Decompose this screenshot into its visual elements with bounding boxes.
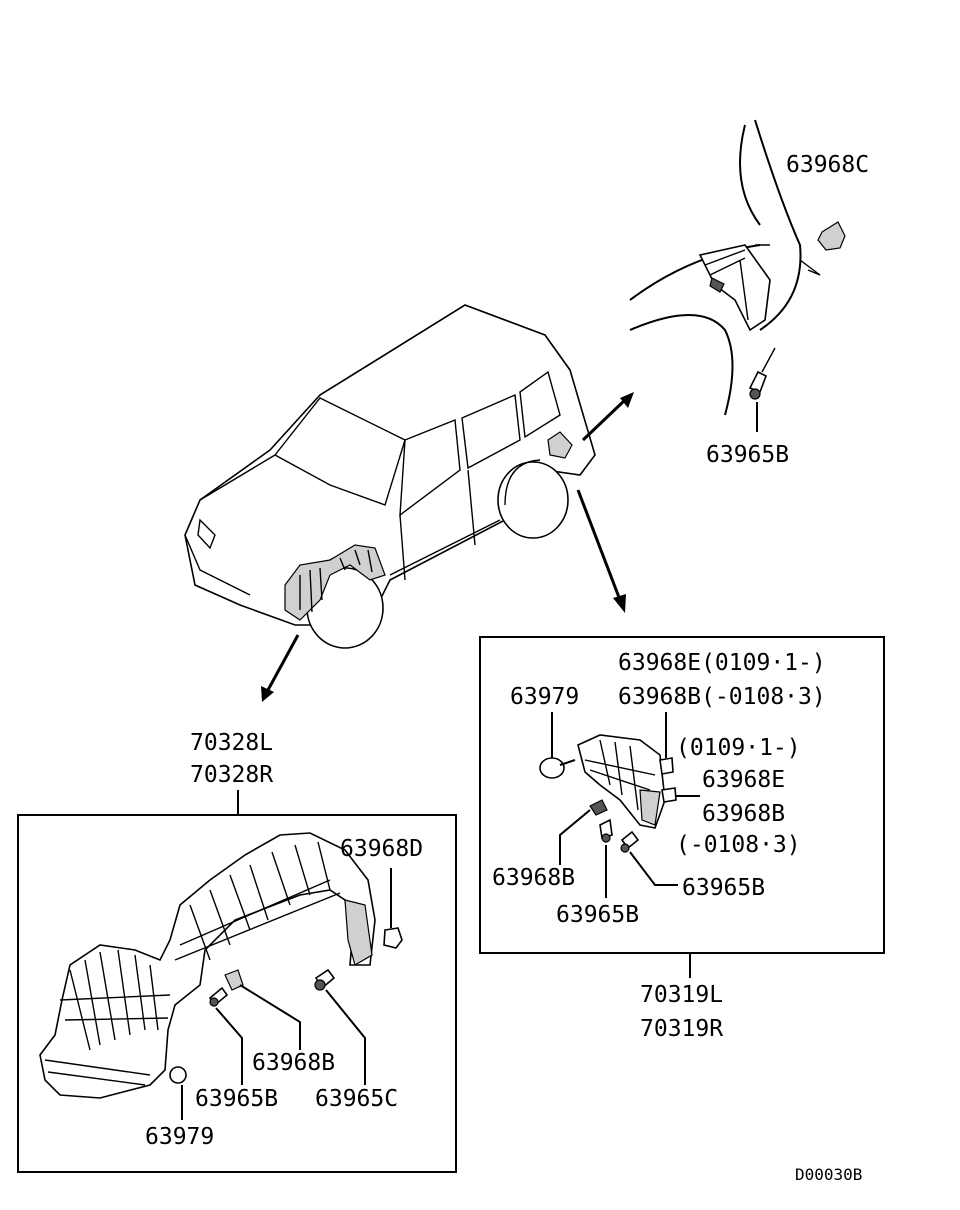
- label-63968E-top: 63968E(0109·1-): [618, 650, 826, 676]
- label-range-e: (0109·1-): [676, 735, 801, 761]
- label-63968B-mid: 63968B: [702, 801, 785, 827]
- label-63965B-rear-right: 63965B: [682, 875, 765, 901]
- label-70319R: 70319R: [640, 1016, 723, 1042]
- front-liner-box: [17, 814, 457, 1173]
- front-inner-liner-part: [39, 832, 376, 1099]
- detail-arrows: [261, 392, 634, 702]
- diagram-id: D00030B: [795, 1165, 862, 1184]
- label-63968C: 63968C: [786, 152, 869, 178]
- label-70328L: 70328L: [190, 730, 273, 756]
- label-70319L: 70319L: [640, 982, 723, 1008]
- rear-liner-box: [479, 636, 885, 954]
- label-63965B-front: 63965B: [195, 1086, 278, 1112]
- label-63965B-top: 63965B: [706, 442, 789, 468]
- vehicle-illustration: [184, 304, 596, 649]
- label-63968B-front: 63968B: [252, 1050, 335, 1076]
- label-63979-rear: 63979: [510, 684, 579, 710]
- label-63965C: 63965C: [315, 1086, 398, 1112]
- front-fasteners: [169, 868, 403, 1120]
- label-63965B-rear-bottom: 63965B: [556, 902, 639, 928]
- rear-flare-detail: [629, 119, 846, 432]
- label-63968E-mid: 63968E: [702, 767, 785, 793]
- label-63968B-rear: 63968B: [492, 865, 575, 891]
- label-63979-front: 63979: [145, 1124, 214, 1150]
- rear-liner-part: [539, 712, 700, 898]
- label-63968D: 63968D: [340, 836, 423, 862]
- label-63968B-top: 63968B(-0108·3): [618, 684, 826, 710]
- label-range-b: (-0108·3): [676, 832, 801, 858]
- label-70328R: 70328R: [190, 762, 273, 788]
